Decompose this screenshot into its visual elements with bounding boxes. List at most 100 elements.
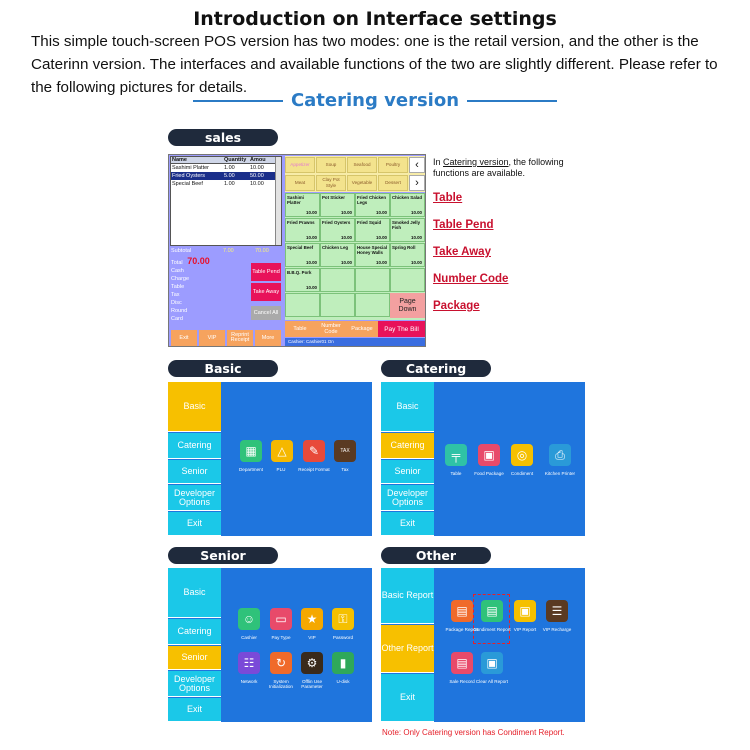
- icon-label: Sale Record: [449, 679, 475, 684]
- chevron-right-icon[interactable]: ›: [409, 175, 425, 191]
- table-icon[interactable]: ╤: [445, 444, 467, 466]
- u-disk-icon[interactable]: ▮: [332, 652, 354, 674]
- sidebar-item-basic-report[interactable]: Basic Report: [381, 568, 434, 624]
- table-row[interactable]: Fried Oysters 5.00 50.00: [171, 172, 281, 180]
- system-init-icon[interactable]: ↻: [270, 652, 292, 674]
- vip-icon[interactable]: ★: [301, 608, 323, 630]
- sidebar-item-basic[interactable]: Basic: [168, 382, 221, 432]
- sidebar-item-senior[interactable]: Senior: [168, 646, 221, 670]
- functions-intro: In Catering version, the following funct…: [433, 157, 564, 178]
- condiment-icon[interactable]: ◎: [511, 444, 533, 466]
- catering-interface-label: Catering Interface: [381, 360, 491, 393]
- category-soup[interactable]: Soup: [316, 157, 346, 173]
- sidebar-item-basic[interactable]: Basic: [168, 568, 221, 618]
- senior-screen: Basic Catering Senior Developer Options …: [168, 568, 372, 722]
- pay-bill-button[interactable]: Pay The Bill: [378, 321, 425, 337]
- category-bar: Appetizer Soup Seafood Poultry Meat Clay…: [285, 156, 425, 192]
- icon-label: Package Report: [445, 627, 479, 632]
- kitchen-printer-icon[interactable]: ⎙: [549, 444, 571, 466]
- dish-item[interactable]: [390, 268, 425, 292]
- sidebar-item-developer[interactable]: Developer Options: [168, 671, 221, 697]
- category-meat[interactable]: Meat: [285, 175, 315, 191]
- sidebar-item-exit[interactable]: Exit: [381, 674, 434, 722]
- icon-label: Kitchen Printer: [544, 471, 576, 476]
- sidebar-item-catering[interactable]: Catering: [168, 433, 221, 459]
- receipt-format-icon[interactable]: ✎: [303, 440, 325, 462]
- category-dessert[interactable]: Dessert: [378, 175, 408, 191]
- dish-item[interactable]: [320, 293, 355, 317]
- cancel-all-button[interactable]: Cancel All: [251, 306, 281, 320]
- sidebar-item-basic[interactable]: Basic: [381, 382, 434, 432]
- exit-button[interactable]: Exit: [171, 330, 197, 346]
- vip-recharge-icon[interactable]: ☰: [546, 600, 568, 622]
- category-clay-pot[interactable]: Clay Pot Style: [316, 175, 346, 191]
- more-button[interactable]: More: [255, 330, 281, 346]
- sidebar-item-exit[interactable]: Exit: [168, 512, 221, 536]
- table-pend-button[interactable]: Table Pend: [251, 263, 281, 281]
- sidebar-item-senior[interactable]: Senior: [381, 460, 434, 484]
- dish-item[interactable]: [320, 268, 355, 292]
- dish-item[interactable]: [355, 293, 390, 317]
- table-row[interactable]: Special Beef 1.00 10.00: [172, 181, 264, 187]
- category-poultry[interactable]: Poultry: [378, 157, 408, 173]
- dish-item[interactable]: [355, 268, 390, 292]
- icon-label: VIP: [308, 635, 316, 640]
- vip-button[interactable]: VIP: [199, 330, 225, 346]
- function-table: Table: [433, 192, 463, 204]
- condiment-report-icon[interactable]: ▤: [481, 600, 503, 622]
- network-icon[interactable]: ☷: [238, 652, 260, 674]
- icon-label: System Initialization: [268, 679, 293, 689]
- vip-report-icon[interactable]: ▣: [514, 600, 536, 622]
- sales-interface-label: sales interface: [168, 129, 278, 162]
- dish-item[interactable]: [285, 293, 320, 317]
- department-icon[interactable]: ▦: [240, 440, 262, 462]
- chevron-left-icon[interactable]: ‹: [409, 157, 425, 173]
- sidebar-item-developer[interactable]: Developer Options: [381, 485, 434, 511]
- food-package-icon[interactable]: ▣: [478, 444, 500, 466]
- sale-record-icon[interactable]: ▤: [451, 652, 473, 674]
- package-report-icon[interactable]: ▤: [451, 600, 473, 622]
- reprint-receipt-button[interactable]: Reprint Receipt: [227, 330, 253, 346]
- page-down-button[interactable]: Page Down: [390, 293, 425, 318]
- table-button[interactable]: Table: [285, 321, 315, 337]
- tax-icon[interactable]: TAX: [334, 440, 356, 462]
- table-row[interactable]: Sashimi Platter 1.00 10.00: [172, 165, 264, 171]
- icon-label: U-disk: [336, 679, 350, 684]
- gear-icon[interactable]: ⚙: [301, 652, 323, 674]
- cashier-icon[interactable]: ☺: [238, 608, 260, 630]
- number-code-button[interactable]: Number Code: [316, 321, 346, 337]
- icon-label: Receipt Format: [298, 467, 330, 472]
- take-away-button[interactable]: Take Away: [251, 283, 281, 301]
- pay-type-icon[interactable]: ▭: [270, 608, 292, 630]
- sidebar-item-other-report[interactable]: Other Report: [381, 625, 434, 673]
- password-icon[interactable]: ⚿: [332, 608, 354, 630]
- sidebar-item-catering[interactable]: Catering: [381, 433, 434, 459]
- sidebar-item-exit[interactable]: Exit: [168, 698, 221, 722]
- sidebar-item-catering[interactable]: Catering: [168, 619, 221, 645]
- category-vegetable[interactable]: Vegetable: [347, 175, 377, 191]
- sidebar-item-developer[interactable]: Developer Options: [168, 485, 221, 511]
- sidebar-item-exit[interactable]: Exit: [381, 512, 434, 536]
- package-button[interactable]: Package: [347, 321, 377, 337]
- sidebar-item-senior[interactable]: Senior: [168, 460, 221, 484]
- plu-icon[interactable]: △: [271, 440, 293, 462]
- clear-report-icon[interactable]: ▣: [481, 652, 503, 674]
- order-table-header: Name Quantity Amou: [171, 157, 281, 164]
- total-value: 70.00: [187, 256, 210, 266]
- category-appetizer[interactable]: Appetizer: [285, 157, 315, 173]
- category-seafood[interactable]: Seafood: [347, 157, 377, 173]
- order-scrollbar[interactable]: [275, 157, 281, 245]
